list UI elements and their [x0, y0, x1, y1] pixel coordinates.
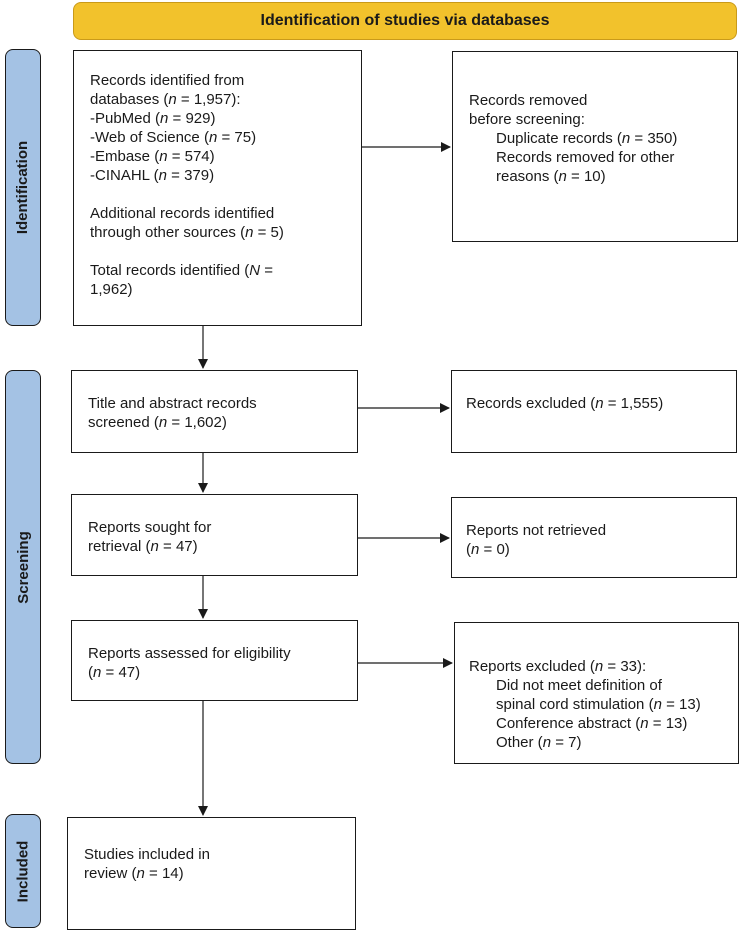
reports-excluded-box: Reports excluded (n = 33): Did not meet …	[454, 622, 739, 764]
records-identified-line1: Records identified from	[90, 72, 245, 89]
pubmed-count: -PubMed (n = 929)	[90, 110, 216, 127]
records-removed-line1: Records removed	[469, 92, 588, 109]
cinahl-count: -CINAHL (n = 379)	[90, 167, 215, 184]
records-excluded-text: Records excluded (n = 1,555)	[466, 395, 664, 412]
reports-not-retrieved-line2: (n = 0)	[466, 541, 510, 558]
records-excluded-box: Records excluded (n = 1,555)	[451, 370, 737, 453]
additional-records-line1: Additional records identified	[90, 205, 275, 222]
phase-included-label: Included	[14, 840, 32, 902]
not-scs-line1: Did not meet definition of	[496, 677, 662, 694]
not-scs-line2: spinal cord stimulation (n = 13)	[496, 696, 701, 713]
reports-not-retrieved-line1: Reports not retrieved	[466, 522, 607, 539]
title-screened-line1: Title and abstract records	[88, 395, 257, 412]
reports-assessed-line2: (n = 47)	[88, 664, 141, 681]
conference-abstract: Conference abstract (n = 13)	[496, 715, 688, 732]
title-screened-box: Title and abstract records screened (n =…	[71, 370, 358, 453]
header-title: Identification of studies via databases	[260, 12, 550, 29]
records-removed-box: Records removed before screening: Duplic…	[452, 51, 738, 242]
reports-sought-line1: Reports sought for	[88, 519, 212, 536]
reports-assessed-box: Reports assessed for eligibility (n = 47…	[71, 620, 358, 701]
records-removed-line2: before screening:	[469, 111, 585, 128]
title-screened-line2: screened (n = 1,602)	[88, 414, 227, 431]
other-excluded: Other (n = 7)	[496, 734, 582, 751]
duplicate-records: Duplicate records (n = 350)	[496, 130, 678, 147]
total-records-line1: Total records identified (N =	[90, 262, 274, 279]
reports-sought-box: Reports sought for retrieval (n = 47)	[71, 494, 358, 576]
other-removed-line1: Records removed for other	[496, 149, 675, 166]
records-identified-box: Records identified from databases (n = 1…	[73, 50, 362, 326]
phase-screening-label: Screening	[14, 530, 32, 604]
other-removed-line2: reasons (n = 10)	[496, 168, 606, 185]
additional-records-line2: through other sources (n = 5)	[90, 224, 284, 241]
studies-included-box: Studies included in review (n = 14)	[67, 817, 356, 930]
phase-identification-label: Identification	[14, 140, 32, 235]
reports-not-retrieved-box: Reports not retrieved (n = 0)	[451, 497, 737, 578]
reports-sought-line2: retrieval (n = 47)	[88, 538, 198, 555]
wos-count: -Web of Science (n = 75)	[90, 129, 257, 146]
phase-screening: Screening	[5, 370, 41, 764]
embase-count: -Embase (n = 574)	[90, 148, 215, 165]
phase-identification: Identification	[5, 49, 41, 326]
records-identified-line2: databases (n = 1,957):	[90, 91, 241, 108]
total-records-line2: 1,962)	[90, 281, 133, 298]
studies-included-line1: Studies included in	[84, 846, 210, 863]
studies-included-line2: review (n = 14)	[84, 865, 184, 882]
phase-included: Included	[5, 814, 41, 928]
reports-excluded-heading: Reports excluded (n = 33):	[469, 658, 647, 675]
header-banner: Identification of studies via databases	[73, 2, 737, 40]
reports-assessed-line1: Reports assessed for eligibility	[88, 645, 291, 662]
